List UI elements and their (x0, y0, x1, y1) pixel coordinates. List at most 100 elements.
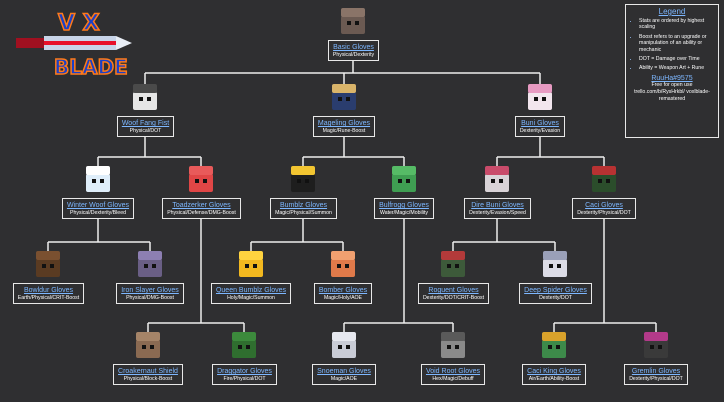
svg-text:BLADE: BLADE (54, 55, 128, 79)
node-name[interactable]: Caci King Gloves (527, 368, 581, 375)
node-name[interactable]: Bumblz Gloves (279, 202, 328, 209)
glove-icon (135, 251, 165, 279)
node-stats: Fire/Physical/DOT (223, 376, 266, 382)
node-name[interactable]: Toadzerker Gloves (172, 202, 231, 209)
node-name[interactable]: Gremlin Gloves (631, 368, 681, 375)
legend-panel: Legend Stats are ordered by highest scal… (625, 4, 719, 138)
glove-icon (438, 332, 468, 360)
node-name[interactable]: Bowldur Gloves (23, 287, 74, 294)
glove-icon (338, 8, 368, 36)
legend-item: Ability = Weapon Art + Rune (639, 65, 714, 71)
glove-icon (83, 166, 113, 194)
node-stats: Dexterity/Physical/DOT (577, 210, 631, 216)
node-name[interactable]: Croakernaut Shield (118, 368, 178, 375)
node-name[interactable]: Winter Woof Gloves (66, 202, 130, 209)
node-stats: Physical/Block-Boost (123, 376, 173, 382)
glove-icon (589, 166, 619, 194)
node-name[interactable]: Mageling Gloves (317, 120, 371, 127)
node-stats: Dexterity/Evasion (519, 128, 561, 134)
node-stats: Hex/Magic/Debuff (432, 376, 474, 382)
node-stats: Air/Earth/Ability-Boost (528, 376, 580, 382)
node-stats: Physical/Defense/DMG-Boost (167, 210, 236, 216)
glove-icon (328, 251, 358, 279)
node-stats: Physical/DOT (129, 128, 162, 134)
node-stats: Physical/Dexterity/Bleed (70, 210, 126, 216)
node-stats: Dexterity/Evasion/Speed (469, 210, 526, 216)
glove-icon (482, 166, 512, 194)
trello-link[interactable]: trello.com/b/RysHrkbl/ voxlblade-remaste… (634, 88, 710, 102)
glove-icon (438, 251, 468, 279)
node-name[interactable]: Caci Gloves (585, 202, 623, 209)
glove-icon (329, 332, 359, 360)
legend-item: Stats are ordered by highest scaling (639, 18, 714, 31)
node-name[interactable]: Basic Gloves (333, 44, 374, 51)
node-stats: Water/Magic/Mobility (380, 210, 428, 216)
node-stats: Dexterity/DOT/CRIT-Boost (422, 295, 485, 301)
node-name[interactable]: Void Root Gloves (425, 368, 481, 375)
glove-icon (288, 166, 318, 194)
glove-icon (641, 332, 671, 360)
node-stats: Holy/Magic/Summon (227, 295, 275, 301)
node-name[interactable]: Bulfrogg Gloves (379, 202, 429, 209)
node-stats: Dexterity/DOT (539, 295, 572, 301)
node-name[interactable]: Dire Buni Gloves (471, 202, 524, 209)
glove-icon (130, 84, 160, 112)
glove-icon (33, 251, 63, 279)
node-name[interactable]: Draggator Gloves (217, 368, 272, 375)
glove-icon (525, 84, 555, 112)
node-name[interactable]: Snoeman Gloves (317, 368, 371, 375)
author-credit[interactable]: RuuHa#9575 (651, 74, 693, 82)
node-stats: Magic/Physical/Summon (275, 210, 332, 216)
node-stats: Magic/Holy/AOE (323, 295, 363, 301)
node-name[interactable]: Buni Gloves (521, 120, 559, 127)
node-stats: Physical/DMG-Boost (126, 295, 174, 301)
glove-icon (133, 332, 163, 360)
node-stats: Earth/Physical/CRIT-Boost (17, 295, 80, 301)
node-name[interactable]: Bomber Gloves (318, 287, 368, 294)
glove-icon (540, 251, 570, 279)
glove-icon (236, 251, 266, 279)
legend-list: Stats are ordered by highest scaling Boo… (630, 18, 714, 72)
node-stats: Magic/AOE (330, 376, 358, 382)
node-name[interactable]: Deep Spider Gloves (524, 287, 587, 294)
game-logo: V X BLADE (8, 8, 140, 82)
glove-icon (329, 84, 359, 112)
node-stats: Dexterity/Physical/DOT (629, 376, 683, 382)
glove-icon (539, 332, 569, 360)
node-name[interactable]: Roguent Gloves (428, 287, 479, 294)
legend-item: Boost refers to an upgrade or manipulati… (639, 34, 714, 53)
usage-note: Free for open use (651, 81, 693, 88)
glove-icon (229, 332, 259, 360)
legend-item: DOT = Damage over Time (639, 56, 714, 62)
node-stats: Magic/Rune-Boost (322, 128, 366, 134)
glove-icon (389, 166, 419, 194)
node-name[interactable]: Queen Bumblz Gloves (215, 287, 287, 294)
node-name[interactable]: Woof Fang Fist (121, 120, 170, 127)
svg-text:V X: V X (58, 11, 100, 36)
node-name[interactable]: Iron Slayer Gloves (121, 287, 179, 294)
legend-title: Legend (658, 7, 686, 16)
